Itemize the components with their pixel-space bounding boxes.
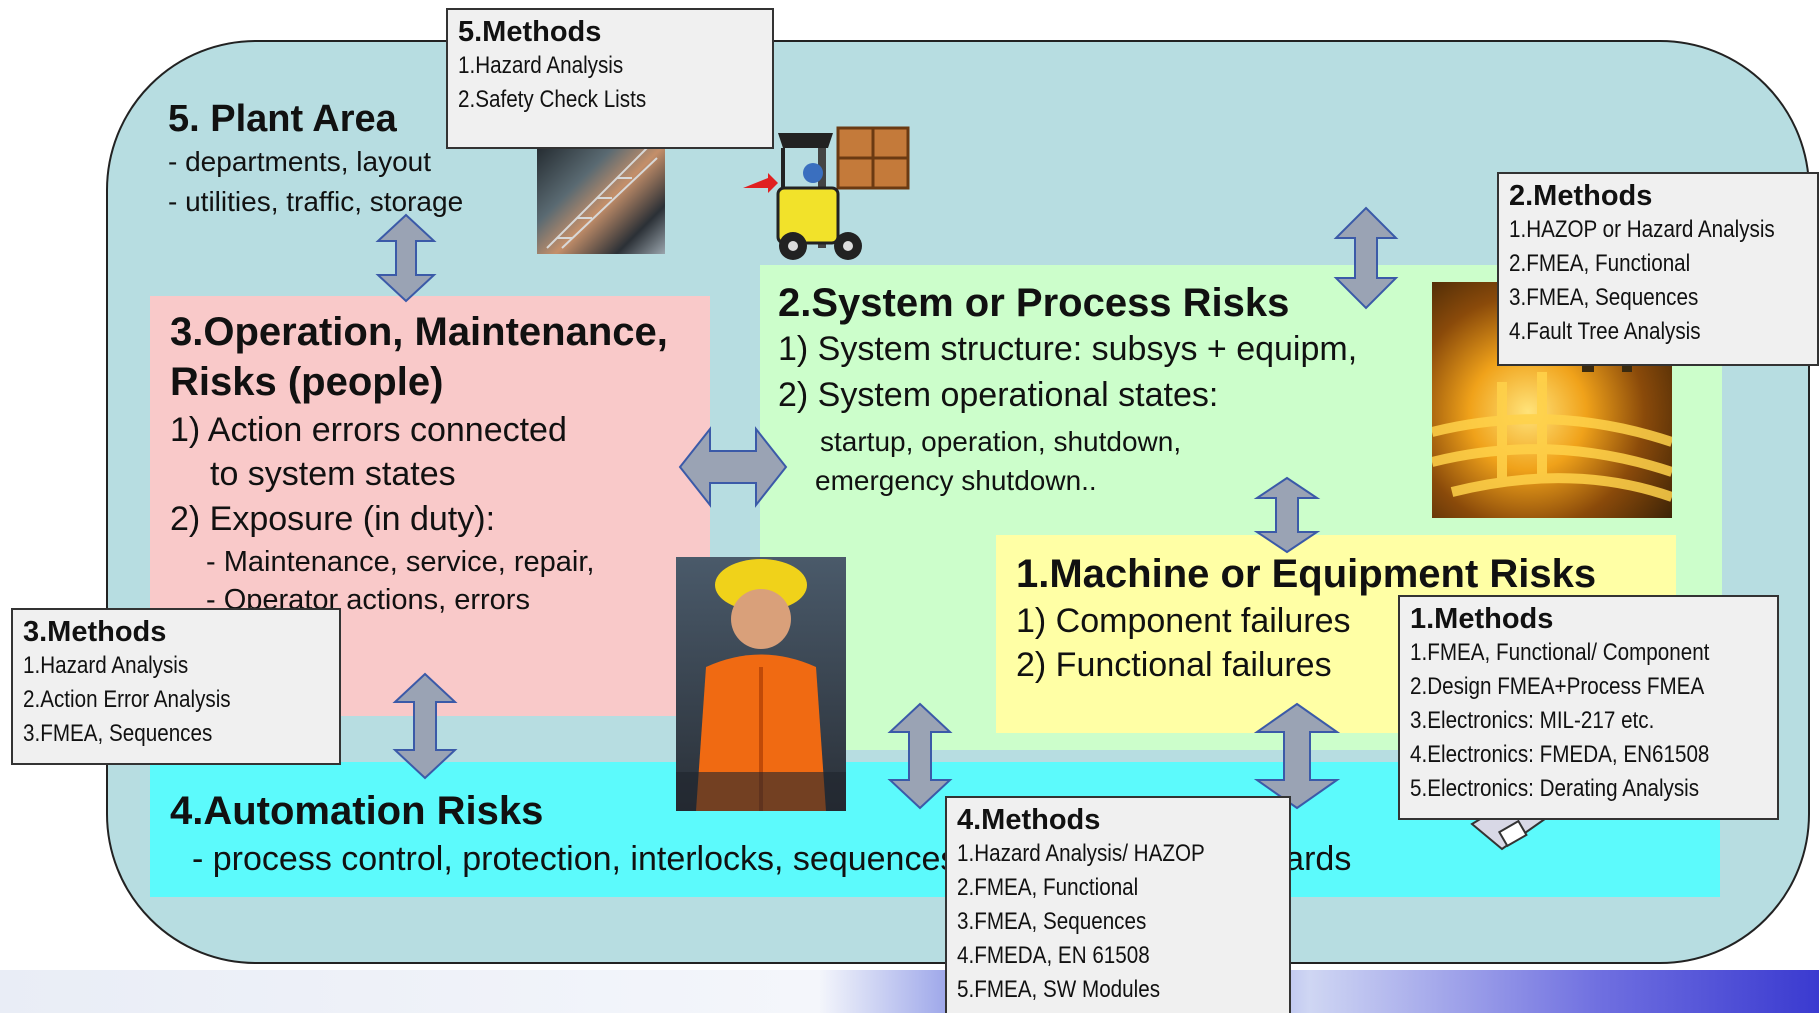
arrow-machine-automation xyxy=(1253,702,1341,810)
methods-3-item: 3.FMEA, Sequences xyxy=(23,720,213,747)
operation-title-2: Risks (people) xyxy=(170,360,444,404)
system-title: 2.System or Process Risks xyxy=(778,281,1290,325)
methods-3-title: 3.Methods xyxy=(23,616,167,648)
operation-line-4: - Maintenance, service, repair, xyxy=(206,546,595,578)
methods-4-box: 4.Methods 1.Hazard Analysis/ HAZOP 2.FME… xyxy=(945,796,1291,1013)
methods-3-item: 1.Hazard Analysis xyxy=(23,652,189,679)
system-line-1: 1) System structure: subsys + equipm, xyxy=(778,330,1358,368)
operation-line-3: 2) Exposure (in duty): xyxy=(170,500,496,538)
methods-5-title: 5.Methods xyxy=(458,16,602,48)
methods-2-box: 2.Methods 1.HAZOP or Hazard Analysis 2.F… xyxy=(1497,172,1819,366)
methods-2-item: 2.FMEA, Functional xyxy=(1509,250,1691,277)
methods-3-item: 2.Action Error Analysis xyxy=(23,686,231,713)
methods-4-title: 4.Methods xyxy=(957,804,1101,836)
methods-1-item: 3.Electronics: MIL-217 etc. xyxy=(1410,707,1655,734)
methods-2-title: 2.Methods xyxy=(1509,180,1653,212)
plant-area-title: 5. Plant Area xyxy=(168,98,397,140)
methods-5-item: 1.Hazard Analysis xyxy=(458,52,624,79)
stairs-photo xyxy=(537,138,665,254)
arrow-system-methods xyxy=(1333,206,1399,310)
machine-line-2: 2) Functional failures xyxy=(1016,646,1332,684)
plant-area-line-2: - utilities, traffic, storage xyxy=(168,186,464,217)
methods-1-box: 1.Methods 1.FMEA, Functional/ Component … xyxy=(1398,595,1779,820)
arrow-plant-operation xyxy=(375,213,437,303)
worker-photo xyxy=(676,557,846,811)
operation-line-1: 1) Action errors connected xyxy=(170,411,567,449)
methods-4-item: 2.FMEA, Functional xyxy=(957,874,1139,901)
automation-title: 4.Automation Risks xyxy=(170,789,544,833)
methods-1-item: 5.Electronics: Derating Analysis xyxy=(1410,775,1700,802)
operation-line-2: to system states xyxy=(210,455,456,493)
methods-4-item: 5.FMEA, SW Modules xyxy=(957,976,1161,1003)
machine-line-1: 1) Component failures xyxy=(1016,602,1351,640)
methods-4-item: 3.FMEA, Sequences xyxy=(957,908,1147,935)
methods-2-item: 4.Fault Tree Analysis xyxy=(1509,318,1701,345)
forklift-icon xyxy=(738,118,928,268)
arrow-system-machine xyxy=(1253,476,1321,554)
system-line-4: emergency shutdown.. xyxy=(815,465,1097,496)
machine-title: 1.Machine or Equipment Risks xyxy=(1016,552,1597,596)
arrow-system-automation xyxy=(887,702,953,810)
system-line-2: 2) System operational states: xyxy=(778,376,1219,414)
methods-1-title: 1.Methods xyxy=(1410,603,1554,635)
methods-2-item: 1.HAZOP or Hazard Analysis xyxy=(1509,216,1775,243)
methods-4-item: 4.FMEDA, EN 61508 xyxy=(957,942,1150,969)
methods-1-item: 2.Design FMEA+Process FMEA xyxy=(1410,673,1705,700)
methods-5-box: 5.Methods 1.Hazard Analysis 2.Safety Che… xyxy=(446,8,774,149)
methods-5-item: 2.Safety Check Lists xyxy=(458,86,647,113)
operation-title-1: 3.Operation, Maintenance, xyxy=(170,310,668,354)
methods-1-item: 1.FMEA, Functional/ Component xyxy=(1410,639,1710,666)
methods-1-item: 4.Electronics: FMEDA, EN61508 xyxy=(1410,741,1710,768)
system-line-3: startup, operation, shutdown, xyxy=(820,426,1182,457)
bottom-decorative-band xyxy=(0,970,1819,1013)
methods-2-item: 3.FMEA, Sequences xyxy=(1509,284,1699,311)
methods-3-box: 3.Methods 1.Hazard Analysis 2.Action Err… xyxy=(11,608,341,765)
arrow-operation-system xyxy=(678,426,788,508)
arrow-operation-automation xyxy=(392,672,458,780)
plant-area-line-1: - departments, layout xyxy=(168,146,432,177)
methods-4-item: 1.Hazard Analysis/ HAZOP xyxy=(957,840,1205,867)
